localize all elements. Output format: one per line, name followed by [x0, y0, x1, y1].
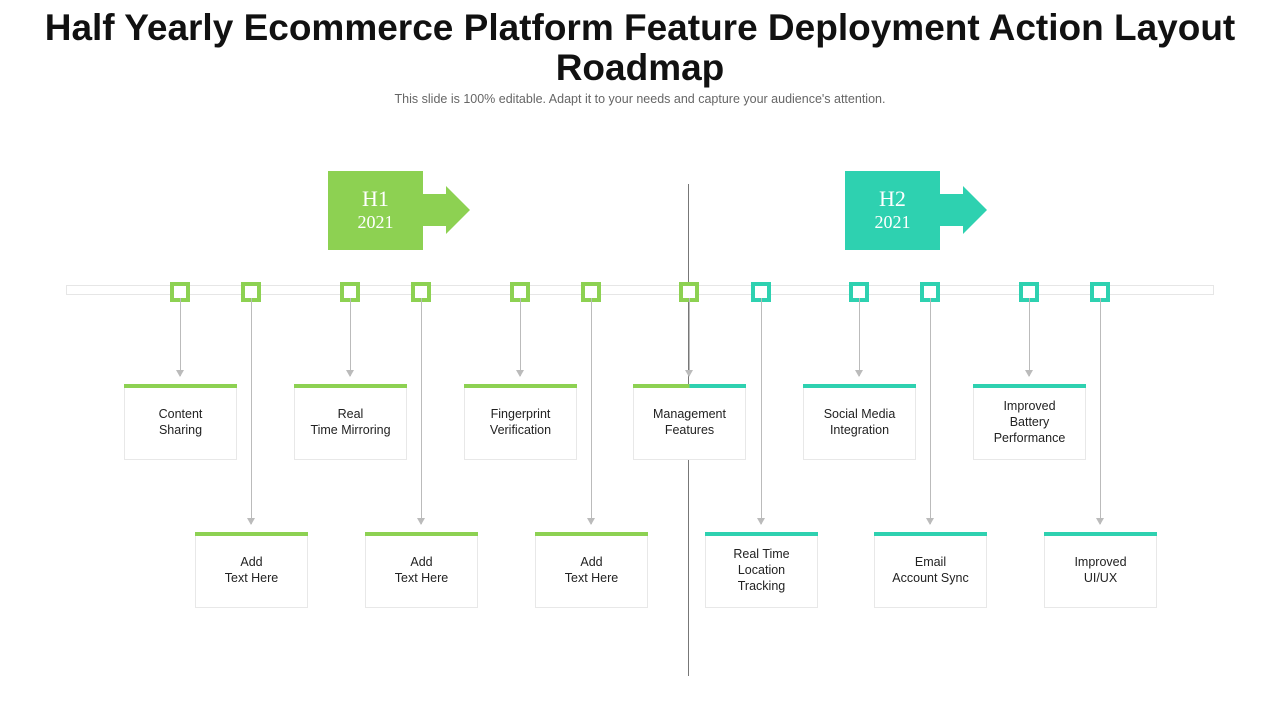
milestone-card: Fingerprint Verification [464, 384, 577, 460]
milestone-label: Social Media Integration [823, 407, 896, 437]
milestone-card: Content Sharing [124, 384, 237, 460]
card-accent-bar [803, 384, 916, 388]
milestone-label: Add Text Here [564, 555, 619, 585]
milestone-label: Improved Battery Performance [993, 399, 1066, 445]
milestone-label: Improved UI/UX [1074, 555, 1127, 585]
card-accent-bar [1044, 532, 1157, 536]
milestone-label: Add Text Here [224, 555, 279, 585]
connector-arrow [757, 298, 765, 525]
connector-arrow [1025, 298, 1033, 377]
half-h2-box: H2 2021 [845, 171, 940, 250]
card-accent-bar [973, 384, 1086, 388]
card-accent-bar [124, 384, 237, 388]
card-accent-bar [294, 384, 407, 388]
timeline-track [66, 285, 1214, 295]
milestone-label: Real Time Mirroring [310, 407, 391, 437]
half-h2-label: H2 [879, 186, 906, 211]
milestone-card: Add Text Here [195, 532, 308, 608]
milestone-label: Add Text Here [394, 555, 449, 585]
milestone-card: Email Account Sync [874, 532, 987, 608]
connector-arrow [417, 298, 425, 525]
milestone-card: Social Media Integration [803, 384, 916, 460]
connector-arrow [1096, 298, 1104, 525]
card-accent-bar [705, 532, 818, 536]
arrow-right-icon [422, 186, 470, 234]
connector-arrow [516, 298, 524, 377]
milestone-card: Add Text Here [535, 532, 648, 608]
milestone-card: Add Text Here [365, 532, 478, 608]
connector-arrow [855, 298, 863, 377]
connector-arrow [926, 298, 934, 525]
connector-arrow [346, 298, 354, 377]
connector-arrow [247, 298, 255, 525]
card-accent-bar [464, 384, 577, 388]
card-accent-bar [365, 532, 478, 536]
milestone-card: Management Features [633, 384, 746, 460]
connector-arrow [587, 298, 595, 525]
card-accent-bar [633, 384, 746, 388]
half-h1-box: H1 2021 [328, 171, 423, 250]
connector-arrow [176, 298, 184, 377]
milestone-card: Real Time Location Tracking [705, 532, 818, 608]
milestone-label: Content Sharing [158, 407, 203, 437]
milestone-label: Management Features [653, 407, 726, 437]
card-accent-bar [535, 532, 648, 536]
half-h1-year: 2021 [357, 212, 394, 232]
milestone-card: Real Time Mirroring [294, 384, 407, 460]
card-accent-bar [874, 532, 987, 536]
half-h1-label: H1 [362, 186, 389, 211]
page-title: Half Yearly Ecommerce Platform Feature D… [44, 7, 1236, 88]
milestone-card: Improved Battery Performance [973, 384, 1086, 460]
card-accent-bar [195, 532, 308, 536]
page-subtitle: This slide is 100% editable. Adapt it to… [394, 92, 886, 106]
milestone-label: Email Account Sync [892, 555, 969, 585]
half-h2-year: 2021 [874, 212, 911, 232]
arrow-right-icon [939, 186, 987, 234]
milestone-label: Real Time Location Tracking [733, 547, 790, 593]
milestone-label: Fingerprint Verification [489, 407, 552, 437]
connector-arrow [685, 298, 693, 377]
milestone-card: Improved UI/UX [1044, 532, 1157, 608]
